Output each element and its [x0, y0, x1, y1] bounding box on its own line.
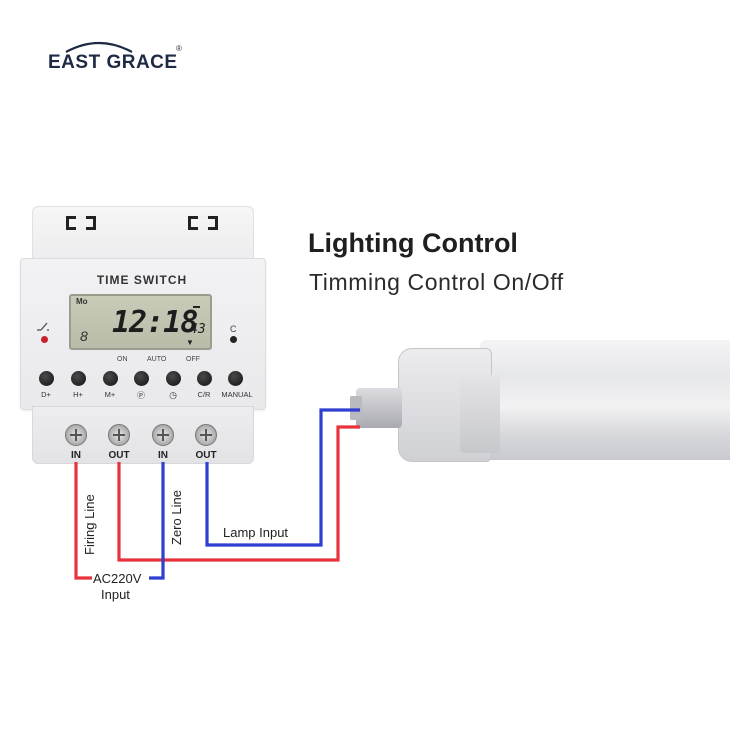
device-title: TIME SWITCH: [96, 273, 188, 287]
wire-live-out: [117, 425, 360, 562]
button-label-manual: MANUAL: [221, 390, 253, 399]
brand-arc-icon: [65, 42, 133, 53]
button-label-cancel-recall: C/R: [197, 390, 211, 399]
wire-neutral-in: [149, 462, 165, 580]
button-day-plus[interactable]: [39, 371, 54, 386]
mode-label-on: ON: [117, 356, 128, 363]
lcd-dash-segment: [193, 306, 200, 308]
lcd-down-arrow-icon: ▼: [186, 338, 194, 347]
terminal-label-in-2: IN: [158, 450, 168, 461]
mode-label-auto: AUTO: [147, 356, 167, 363]
label-zero-line: Zero Line: [169, 490, 184, 545]
label-ac-input-line1: AC220V: [93, 571, 142, 586]
terminal-label-out-1: OUT: [108, 450, 130, 461]
terminal-screw-live-in: [65, 424, 87, 446]
program-icon: Ⓟ: [137, 391, 145, 400]
terminal-label-in-1: IN: [71, 450, 81, 461]
button-label-day-plus: D+: [41, 390, 51, 399]
indicator-c-label: C: [230, 324, 237, 334]
lamp-tube: [480, 340, 730, 460]
button-label-minute-plus: M+: [104, 390, 116, 399]
button-minute-plus[interactable]: [103, 371, 118, 386]
lcd-time: 12:18: [112, 305, 198, 340]
brand-registered-mark: ®: [176, 44, 182, 53]
label-ac-input-line2: Input: [101, 587, 130, 602]
lamp-end-cap-detail: [460, 375, 500, 453]
lcd-display: [69, 294, 212, 350]
label-lamp-input: Lamp Input: [223, 525, 289, 540]
lcd-seconds: 43: [190, 322, 206, 337]
terminal-screw-live-out: [108, 424, 130, 446]
button-cancel-recall[interactable]: [197, 371, 212, 386]
lcd-program-slot: 8: [80, 328, 88, 344]
button-hour-plus[interactable]: [71, 371, 86, 386]
label-firing-line: Firing Line: [82, 494, 97, 555]
wire-live-in: [74, 462, 92, 580]
button-program[interactable]: [134, 371, 149, 386]
lcd-day: Mo: [76, 297, 88, 306]
clip-icon-left: [66, 216, 96, 230]
status-led-red: [41, 336, 48, 343]
switch-symbol-icon: [37, 322, 49, 331]
terminal-label-out-2: OUT: [195, 450, 217, 461]
mode-label-off: OFF: [186, 356, 200, 363]
terminal-screw-neutral-out: [195, 424, 217, 446]
button-clock[interactable]: [166, 371, 181, 386]
clock-icon: ◷: [169, 390, 177, 400]
status-led-dark: [230, 336, 237, 343]
wire-neutral-out: [205, 408, 360, 547]
terminal-screw-neutral-in: [152, 424, 174, 446]
cable-gland-tip: [350, 396, 362, 420]
device-top-housing: [32, 206, 254, 264]
button-label-hour-plus: H+: [73, 390, 83, 399]
clip-icon-right: [188, 216, 218, 230]
button-manual[interactable]: [228, 371, 243, 386]
brand-logo: EAST GRACE: [48, 52, 178, 73]
page-title: Lighting Control: [308, 228, 518, 258]
page-subtitle: Timming Control On/Off: [309, 269, 564, 295]
cable-gland: [356, 388, 402, 428]
